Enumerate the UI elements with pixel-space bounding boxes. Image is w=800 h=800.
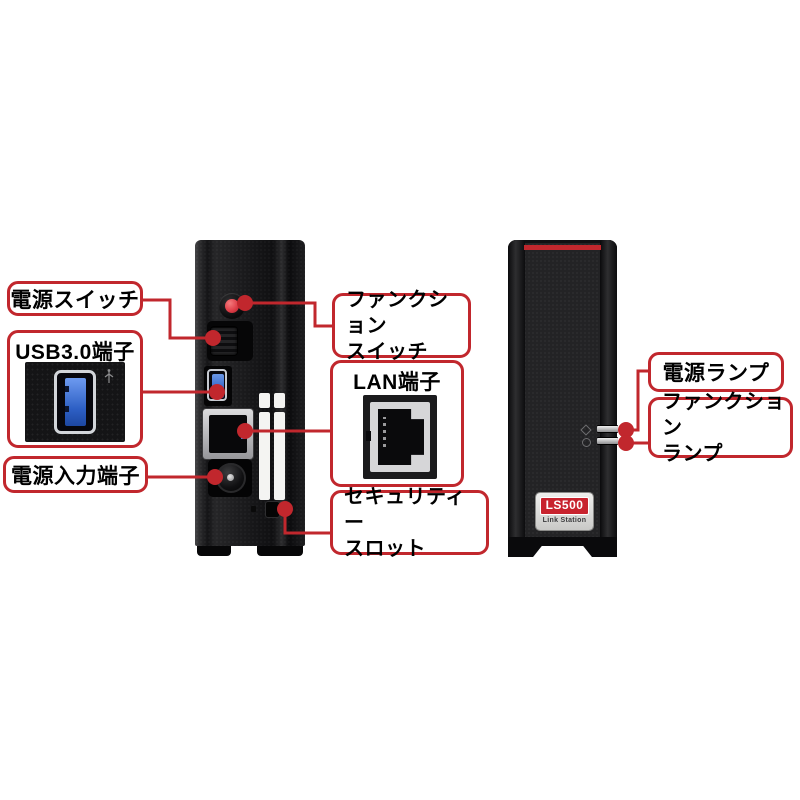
callout-function-switch-line2: スイッチ (346, 340, 428, 363)
usb-photo-notch (65, 406, 69, 412)
security-slot-pinhole (251, 506, 256, 512)
vent-slot (259, 393, 270, 408)
callout-power-input: 電源入力端子 (3, 456, 148, 493)
callout-security-slot-line2: スロット (344, 537, 426, 560)
function-switch-dot (237, 295, 253, 311)
front-panel (523, 243, 602, 542)
security-slot (266, 502, 279, 517)
callout-security-slot: セキュリティー スロット (330, 486, 489, 560)
function-lamp-dot (618, 435, 634, 451)
callout-power-switch: 電源スイッチ (7, 281, 143, 316)
function-led (597, 438, 618, 444)
function-button-red-cap (225, 299, 239, 313)
callout-power-input-label: 電源入力端子 (11, 464, 140, 488)
callout-usb: USB3.0端子 (7, 330, 143, 448)
front-left-rail (508, 240, 525, 546)
callout-lan-label: LAN端子 (353, 371, 441, 394)
vent-slot (259, 412, 270, 500)
rear-foot-left (197, 546, 231, 556)
model-badge-text: LS500 (540, 497, 589, 515)
lan-dot (237, 423, 253, 439)
usb-port-photo (25, 362, 125, 442)
lan-port-rear[interactable] (203, 409, 253, 459)
callout-power-lamp-label: 電源ランプ (662, 362, 770, 385)
callout-function-lamp-line1: ファンクション (662, 390, 785, 439)
security-slot-dot (277, 501, 293, 517)
front-right-rail (600, 240, 617, 546)
function-switch-connector (245, 301, 333, 328)
lan-photo-tab (366, 431, 371, 441)
rear-foot-right (257, 546, 303, 556)
lan-port-photo (363, 395, 437, 479)
power-input-dot (207, 469, 223, 485)
power-lamp-dot (618, 422, 634, 438)
dc-center-pin (227, 474, 234, 481)
callout-security-slot-line1: セキュリティー (344, 485, 466, 534)
callout-power-switch-label: 電源スイッチ (10, 288, 140, 312)
usb-photo-notch (65, 386, 69, 392)
usb-trident-icon (104, 369, 114, 383)
series-badge-text: Link Station (542, 517, 587, 524)
function-led-icon (582, 438, 591, 447)
front-red-accent-strip (524, 245, 601, 250)
callout-function-switch: ファンクション スイッチ (332, 289, 471, 363)
callout-power-lamp: 電源ランプ (648, 352, 784, 392)
usb-dot (209, 384, 225, 400)
callout-function-switch-line1: ファンクション (346, 288, 449, 337)
callout-usb-label: USB3.0端子 (15, 341, 135, 364)
callout-lan: LAN端子 (330, 360, 464, 487)
power-switch-connector (140, 298, 207, 340)
vent-slot (274, 393, 285, 408)
usb-photo-tongue (65, 378, 86, 426)
lan-photo-pins (383, 417, 386, 447)
power-led (597, 426, 618, 432)
vent-slot (274, 412, 285, 500)
power-lamp-connector (624, 369, 648, 432)
callout-function-lamp-line2: ランプ (662, 442, 723, 465)
callout-function-lamp: ファンクション ランプ (648, 391, 793, 465)
power-switch-dot (205, 330, 221, 346)
model-badge: LS500 Link Station (536, 493, 593, 530)
